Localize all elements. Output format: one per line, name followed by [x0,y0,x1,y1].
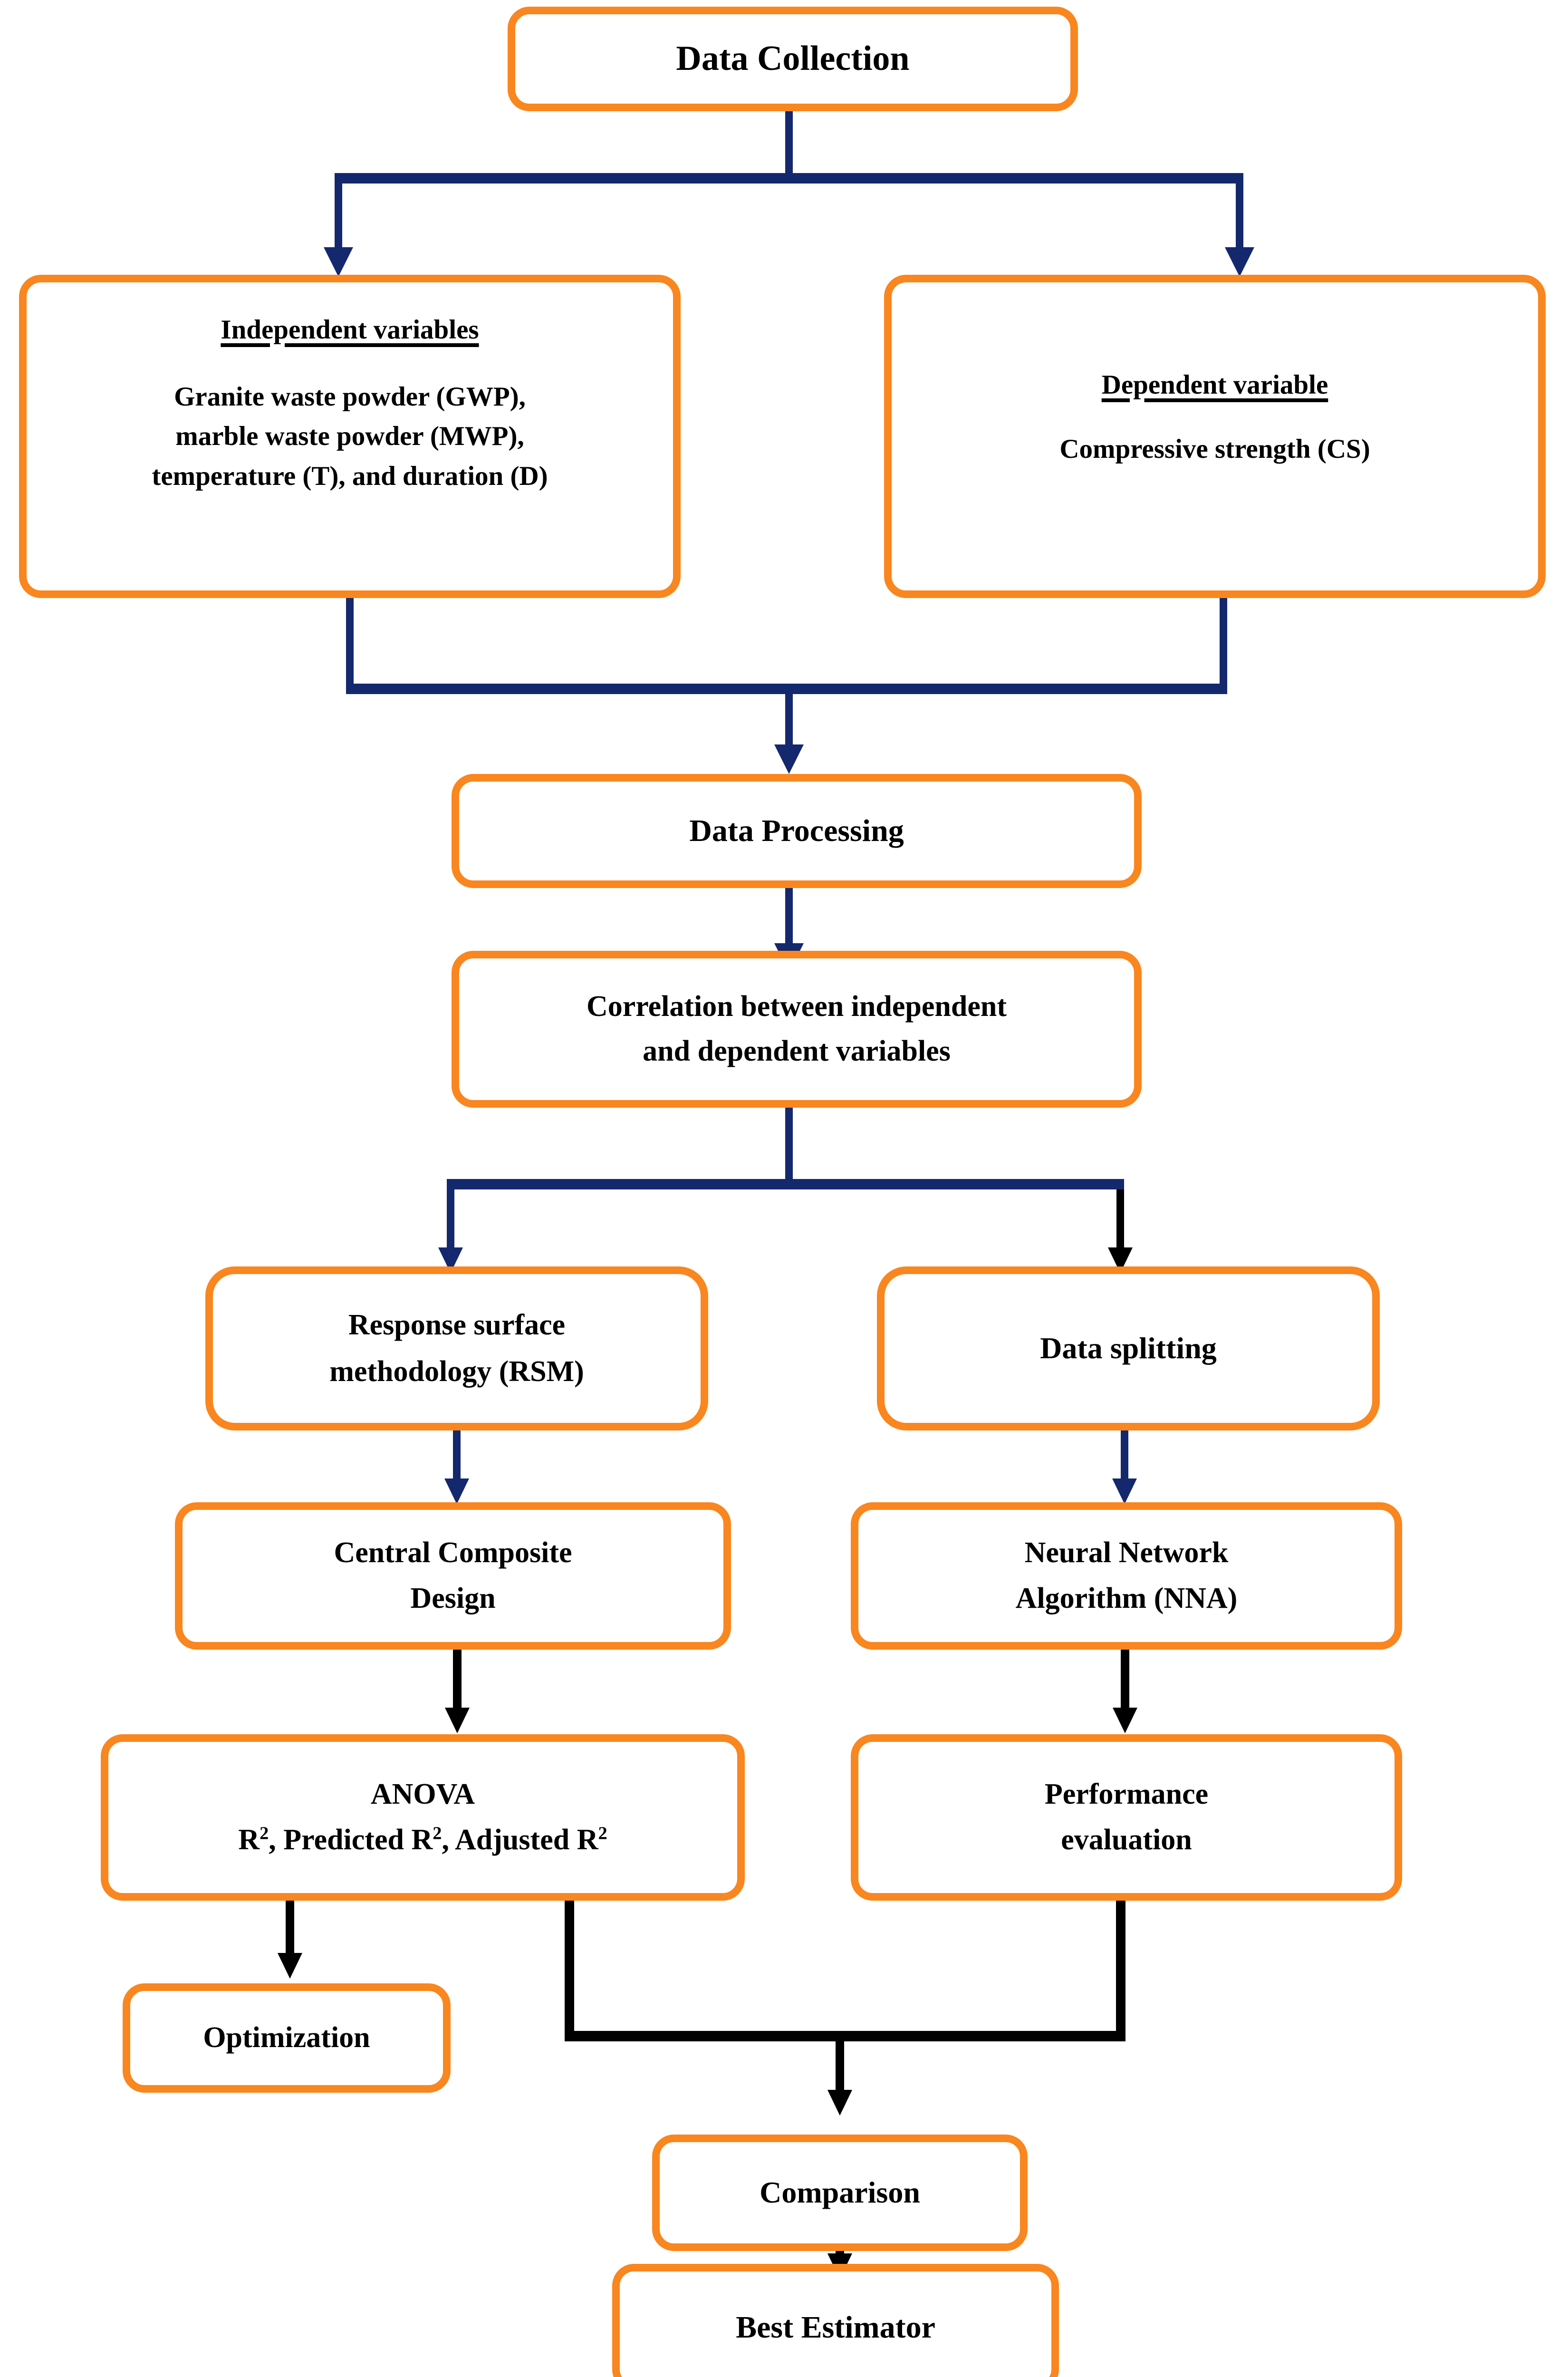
edge-split-right-down [1236,184,1243,250]
node-dependent-variable-line1: Compressive strength (CS) [1059,434,1370,464]
node-comparison[interactable]: Comparison [652,2135,1028,2251]
arrow-to-nna [1112,1478,1137,1504]
node-correlation[interactable]: Correlation between independent and depe… [452,951,1142,1108]
edge-processing-to-correlation [785,888,793,945]
node-ccd-line2: Design [410,1582,496,1614]
node-anova-r2-base: R [238,1824,260,1856]
edge-dependent-down [1220,598,1227,684]
node-independent-variables-line1: Granite waste powder (GWP), [174,382,526,412]
arrow-to-comparison [827,2090,852,2116]
edge-splitting-to-nna [1121,1430,1128,1483]
node-data-collection-label: Data Collection [676,39,910,78]
node-independent-variables-line3: temperature (T), and duration (D) [152,461,548,491]
node-best-estimator[interactable]: Best Estimator [612,2264,1059,2377]
node-ccd-line1: Central Composite [334,1536,572,1569]
node-performance-line2: evaluation [1061,1824,1192,1856]
node-independent-variables-heading: Independent variables [221,315,479,345]
node-anova-sup-1: 2 [260,1823,269,1844]
node-rsm-line1: Response surface [348,1308,566,1341]
arrow-to-ccd [444,1478,469,1504]
node-correlation-line2: and dependent variables [643,1035,951,1067]
node-nna-line1: Neural Network [1024,1536,1229,1569]
edge-anova-right-down [565,1901,574,2040]
node-independent-variables-line2: marble waste powder (MWP), [175,421,524,452]
edge-collection-stem [785,111,793,173]
node-optimization[interactable]: Optimization [123,1983,451,2093]
edge-merge-bar-processing [346,684,1227,694]
node-data-splitting[interactable]: Data splitting [877,1266,1380,1430]
node-data-processing[interactable]: Data Processing [452,774,1142,888]
node-optimization-label: Optimization [203,2021,370,2054]
node-anova-line2: R2, Predicted R2, Adjusted R2 [238,1821,607,1860]
node-dependent-variable-heading: Dependent variable [1101,370,1328,400]
node-best-estimator-label: Best Estimator [736,2310,935,2345]
arrow-to-dependent-variable [1225,247,1254,277]
edge-branch-left-down [447,1189,454,1251]
node-anova-adjusted-base: , Adjusted R [442,1824,598,1856]
node-anova-predicted-base: , Predicted R [269,1824,433,1856]
arrow-to-performance-evaluation [1113,1708,1137,1733]
node-anova-sup-3: 2 [598,1823,607,1844]
edge-branch-right-down [1116,1189,1124,1251]
node-data-collection[interactable]: Data Collection [508,7,1078,111]
edge-anova-to-optimization [286,1901,294,1957]
node-comparison-label: Comparison [760,2175,920,2210]
node-data-processing-label: Data Processing [689,813,904,849]
arrow-to-optimization [278,1953,302,1979]
node-nna-line2: Algorithm (NNA) [1015,1582,1238,1614]
node-rsm-line2: methodology (RSM) [329,1355,584,1388]
edge-performance-down [1116,1901,1125,2040]
edge-split-left-down [335,184,342,250]
node-performance-line1: Performance [1044,1778,1209,1811]
node-data-splitting-label: Data splitting [1040,1331,1217,1365]
edge-independent-down [346,598,354,684]
node-correlation-line1: Correlation between independent [586,990,1007,1023]
node-dependent-variable[interactable]: Dependent variable Compressive strength … [884,275,1546,598]
node-anova-sup-2: 2 [433,1823,442,1844]
node-rsm[interactable]: Response surface methodology (RSM) [205,1266,708,1430]
edge-merge-stem-comparison [836,2041,844,2094]
edge-rsm-to-ccd [453,1430,461,1483]
arrow-to-independent-variables [324,247,353,277]
edge-nna-to-performance [1121,1650,1129,1711]
arrow-to-data-processing [774,744,804,774]
node-anova-line1: ANOVA [370,1778,475,1811]
edge-merge-bar-comparison [565,2031,1125,2041]
edge-branch-bar [447,1179,1124,1189]
edge-split-bar-top [335,173,1243,184]
node-anova[interactable]: ANOVA R2, Predicted R2, Adjusted R2 [101,1734,745,1901]
node-central-composite-design[interactable]: Central Composite Design [175,1502,731,1650]
edge-merge-stem-processing [785,694,793,746]
edge-correlation-stem [785,1108,793,1179]
arrow-to-anova [445,1708,470,1733]
node-neural-network-algorithm[interactable]: Neural Network Algorithm (NNA) [851,1502,1402,1650]
node-independent-variables[interactable]: Independent variables Granite waste powd… [19,275,681,598]
node-performance-evaluation[interactable]: Performance evaluation [851,1734,1402,1901]
edge-ccd-to-anova [453,1650,462,1711]
